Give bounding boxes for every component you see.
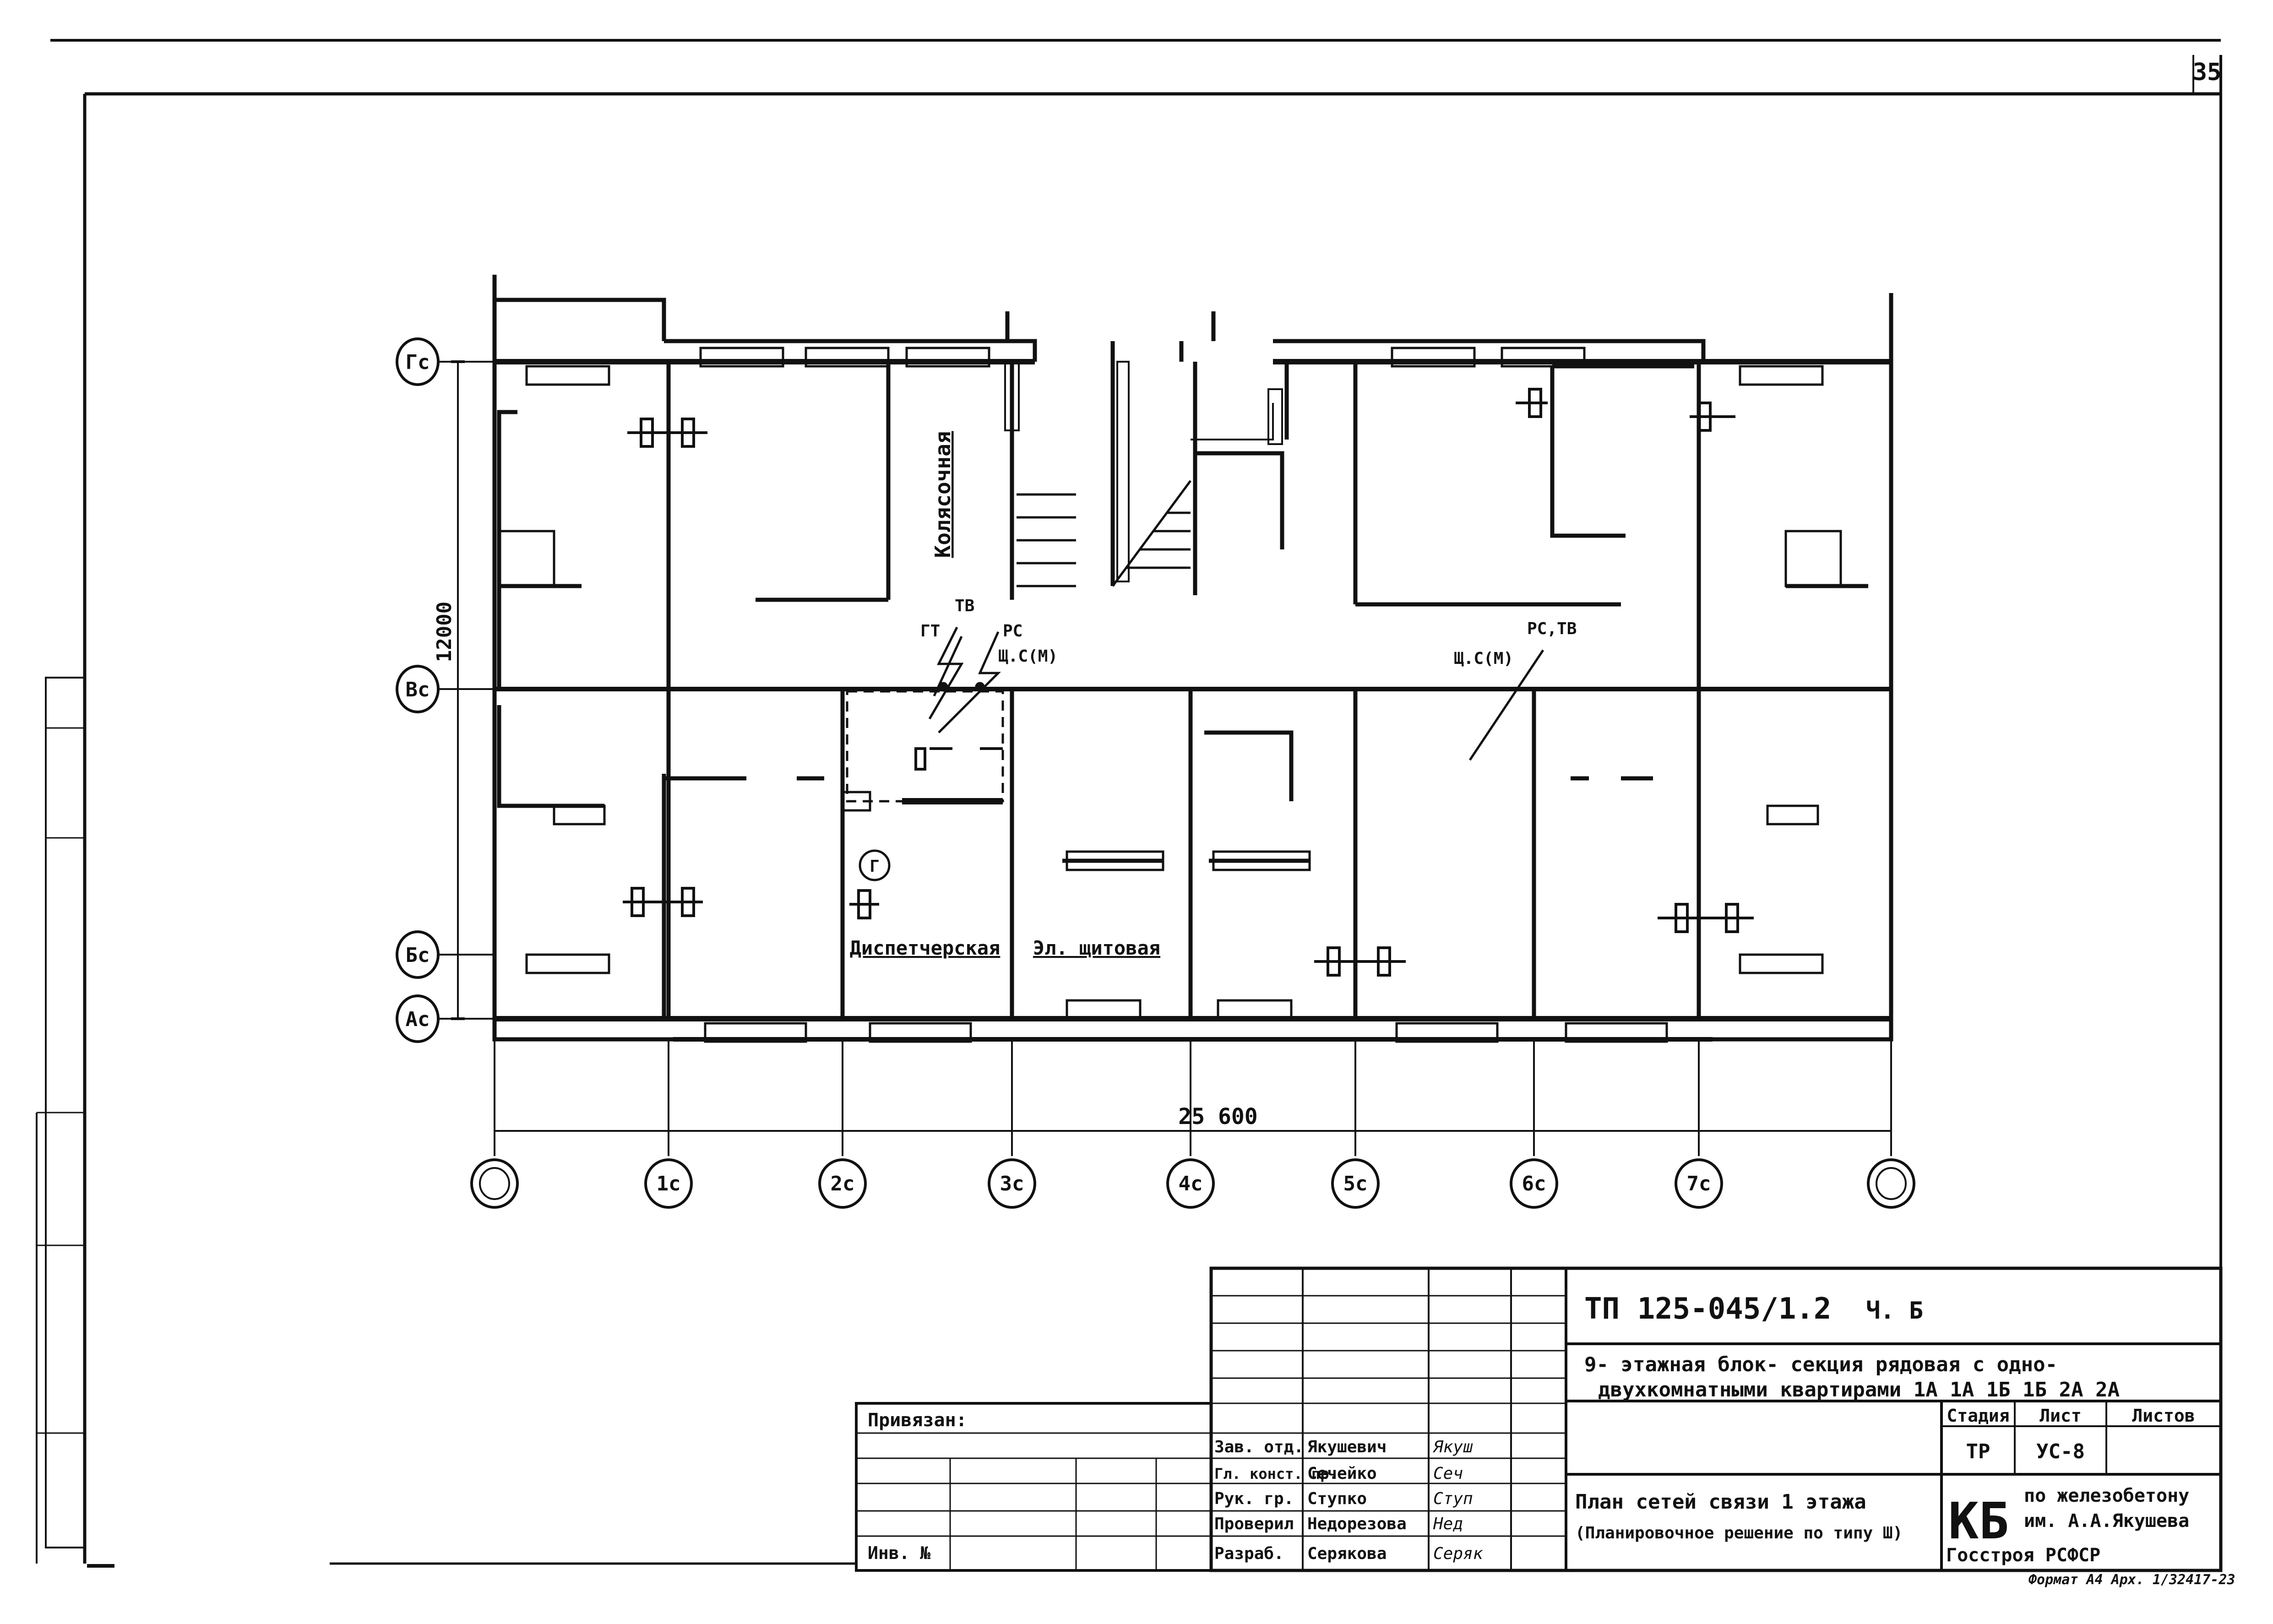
org-line1: по железобетону [2024,1485,2189,1506]
svg-text:2с: 2с [831,1172,855,1195]
grid-row-marker: Бс [396,930,440,979]
grid-column-marker: 5с [1331,1158,1380,1209]
svg-text:4с: 4с [1179,1172,1203,1195]
svg-text:Проверил: Проверил [1214,1515,1294,1533]
svg-text:3с: 3с [1000,1172,1024,1195]
drawing-title-line2: (Планировочное решение по типу Ш) [1575,1524,1903,1543]
svg-text:Зав. отд.: Зав. отд. [1214,1438,1304,1456]
svg-text:Ступко: Ступко [1307,1489,1367,1508]
bound-label: Привязан: [868,1410,967,1431]
svg-text:Ас: Ас [406,1008,430,1031]
svg-text:Рук. гр.: Рук. гр. [1214,1489,1294,1508]
svg-text:Ступ: Ступ [1433,1489,1473,1508]
sheet-value: УС-8 [2036,1440,2085,1463]
overall-height-dimension: 12000 [433,602,456,662]
grid-column-marker [470,1158,519,1209]
sheet-frame [36,39,2222,1570]
org-mark: КБ [1948,1492,2009,1550]
project-part: Ч. Б [1866,1297,1923,1325]
signature-row: Проверил Недорезова Нед [1214,1515,1463,1533]
grid-row-marker: Вс [396,665,440,713]
svg-text:Якушевич: Якушевич [1307,1438,1387,1456]
grid-column-marker: 3с [988,1158,1036,1209]
hatched-walls [1004,361,1283,582]
signature-row: Разраб. Серякова Серяк [1214,1544,1483,1563]
grid-column-marker: 6с [1510,1158,1558,1209]
inventory-label: Инв. № [868,1543,930,1563]
svg-text:Сечейко: Сечейко [1307,1464,1377,1483]
sheet-header: Лист [2039,1406,2082,1426]
project-code: ТП 125-045/1.2 [1584,1292,1831,1326]
svg-text:1с: 1с [657,1172,681,1195]
signature-row: Зав. отд. Якушевич Якуш [1214,1438,1473,1456]
svg-text:Нед: Нед [1433,1515,1463,1533]
grid-row-marker: Ас [396,994,440,1043]
room-label-electrical: Эл. щитовая [1033,937,1160,959]
label-rs-tv: РС,ТВ [1527,619,1577,638]
grid-column-marker: 2с [818,1158,867,1209]
column-axis-markers: 1с 2с 3с 4с 5с 6с 7с [470,1158,1915,1209]
svg-text:Бс: Бс [406,944,430,967]
bottom-note: Формат А4 Арх. 1/32417-23 [2028,1572,2235,1588]
svg-text:Якуш: Якуш [1432,1438,1473,1456]
stage-value: ТР [1966,1440,1990,1463]
room-label-dispatcher: Диспетчерская [850,937,1001,959]
gas-marker: Г [859,849,891,881]
svg-text:Разраб.: Разраб. [1214,1544,1284,1563]
network-lines [928,626,1544,761]
room-label-stroller: Колясочная [930,431,955,558]
title-block [330,1266,2223,1572]
stage-header: Стадия [1947,1406,2009,1426]
signature-row: Гл. конст. пр. Сечейко Сеч [1214,1464,1463,1483]
floor-plan [492,275,1893,1043]
svg-text:Сеч: Сеч [1433,1464,1463,1483]
dimension-lines [424,360,1892,1156]
sheets-header: Листов [2132,1406,2195,1426]
project-description-line1: 9- этажная блок- секция рядовая с одно- [1584,1353,2057,1376]
svg-text:6с: 6с [1522,1172,1546,1195]
socket-markers [623,388,1754,977]
label-shs-m-right: Щ.С(М) [1454,649,1513,668]
label-gt: ГТ [920,622,940,641]
row-axis-markers: Гс Вс Бс Ас [396,337,440,1043]
svg-text:Серяк: Серяк [1433,1544,1483,1563]
drawing-title-line1: План сетей связи 1 этажа [1575,1490,1866,1514]
svg-text:Гс: Гс [406,351,430,374]
grid-column-marker: 7с [1675,1158,1723,1209]
org-line3: Госстроя РСФСР [1946,1545,2100,1566]
grid-column-marker: 1с [644,1158,693,1209]
svg-text:Недорезова: Недорезова [1307,1515,1407,1533]
svg-text:7с: 7с [1687,1172,1711,1195]
svg-text:Серякова: Серякова [1307,1544,1387,1563]
project-description-line2: двухкомнатными квартирами 1А 1А 1Б 1Б 2А… [1598,1378,2120,1401]
grid-column-marker: 4с [1166,1158,1215,1209]
svg-text:Вс: Вс [406,678,430,701]
overall-width-dimension: 25 600 [1178,1104,1257,1130]
label-rs: РС [1003,622,1022,641]
grid-column-marker [1867,1158,1915,1209]
svg-text:Гл. конст. пр.: Гл. конст. пр. [1214,1465,1338,1483]
sheet-number: 35 [2193,59,2222,86]
grid-row-marker: Гс [396,337,440,386]
label-tv: ТВ [955,597,974,615]
svg-text:5с: 5с [1343,1172,1368,1195]
label-shs-m-left: Щ.С(М) [998,647,1058,666]
org-line2: им. А.А.Якушева [2024,1510,2189,1532]
signature-row: Рук. гр. Ступко Ступ [1214,1489,1473,1508]
svg-text:Г: Г [870,857,880,876]
